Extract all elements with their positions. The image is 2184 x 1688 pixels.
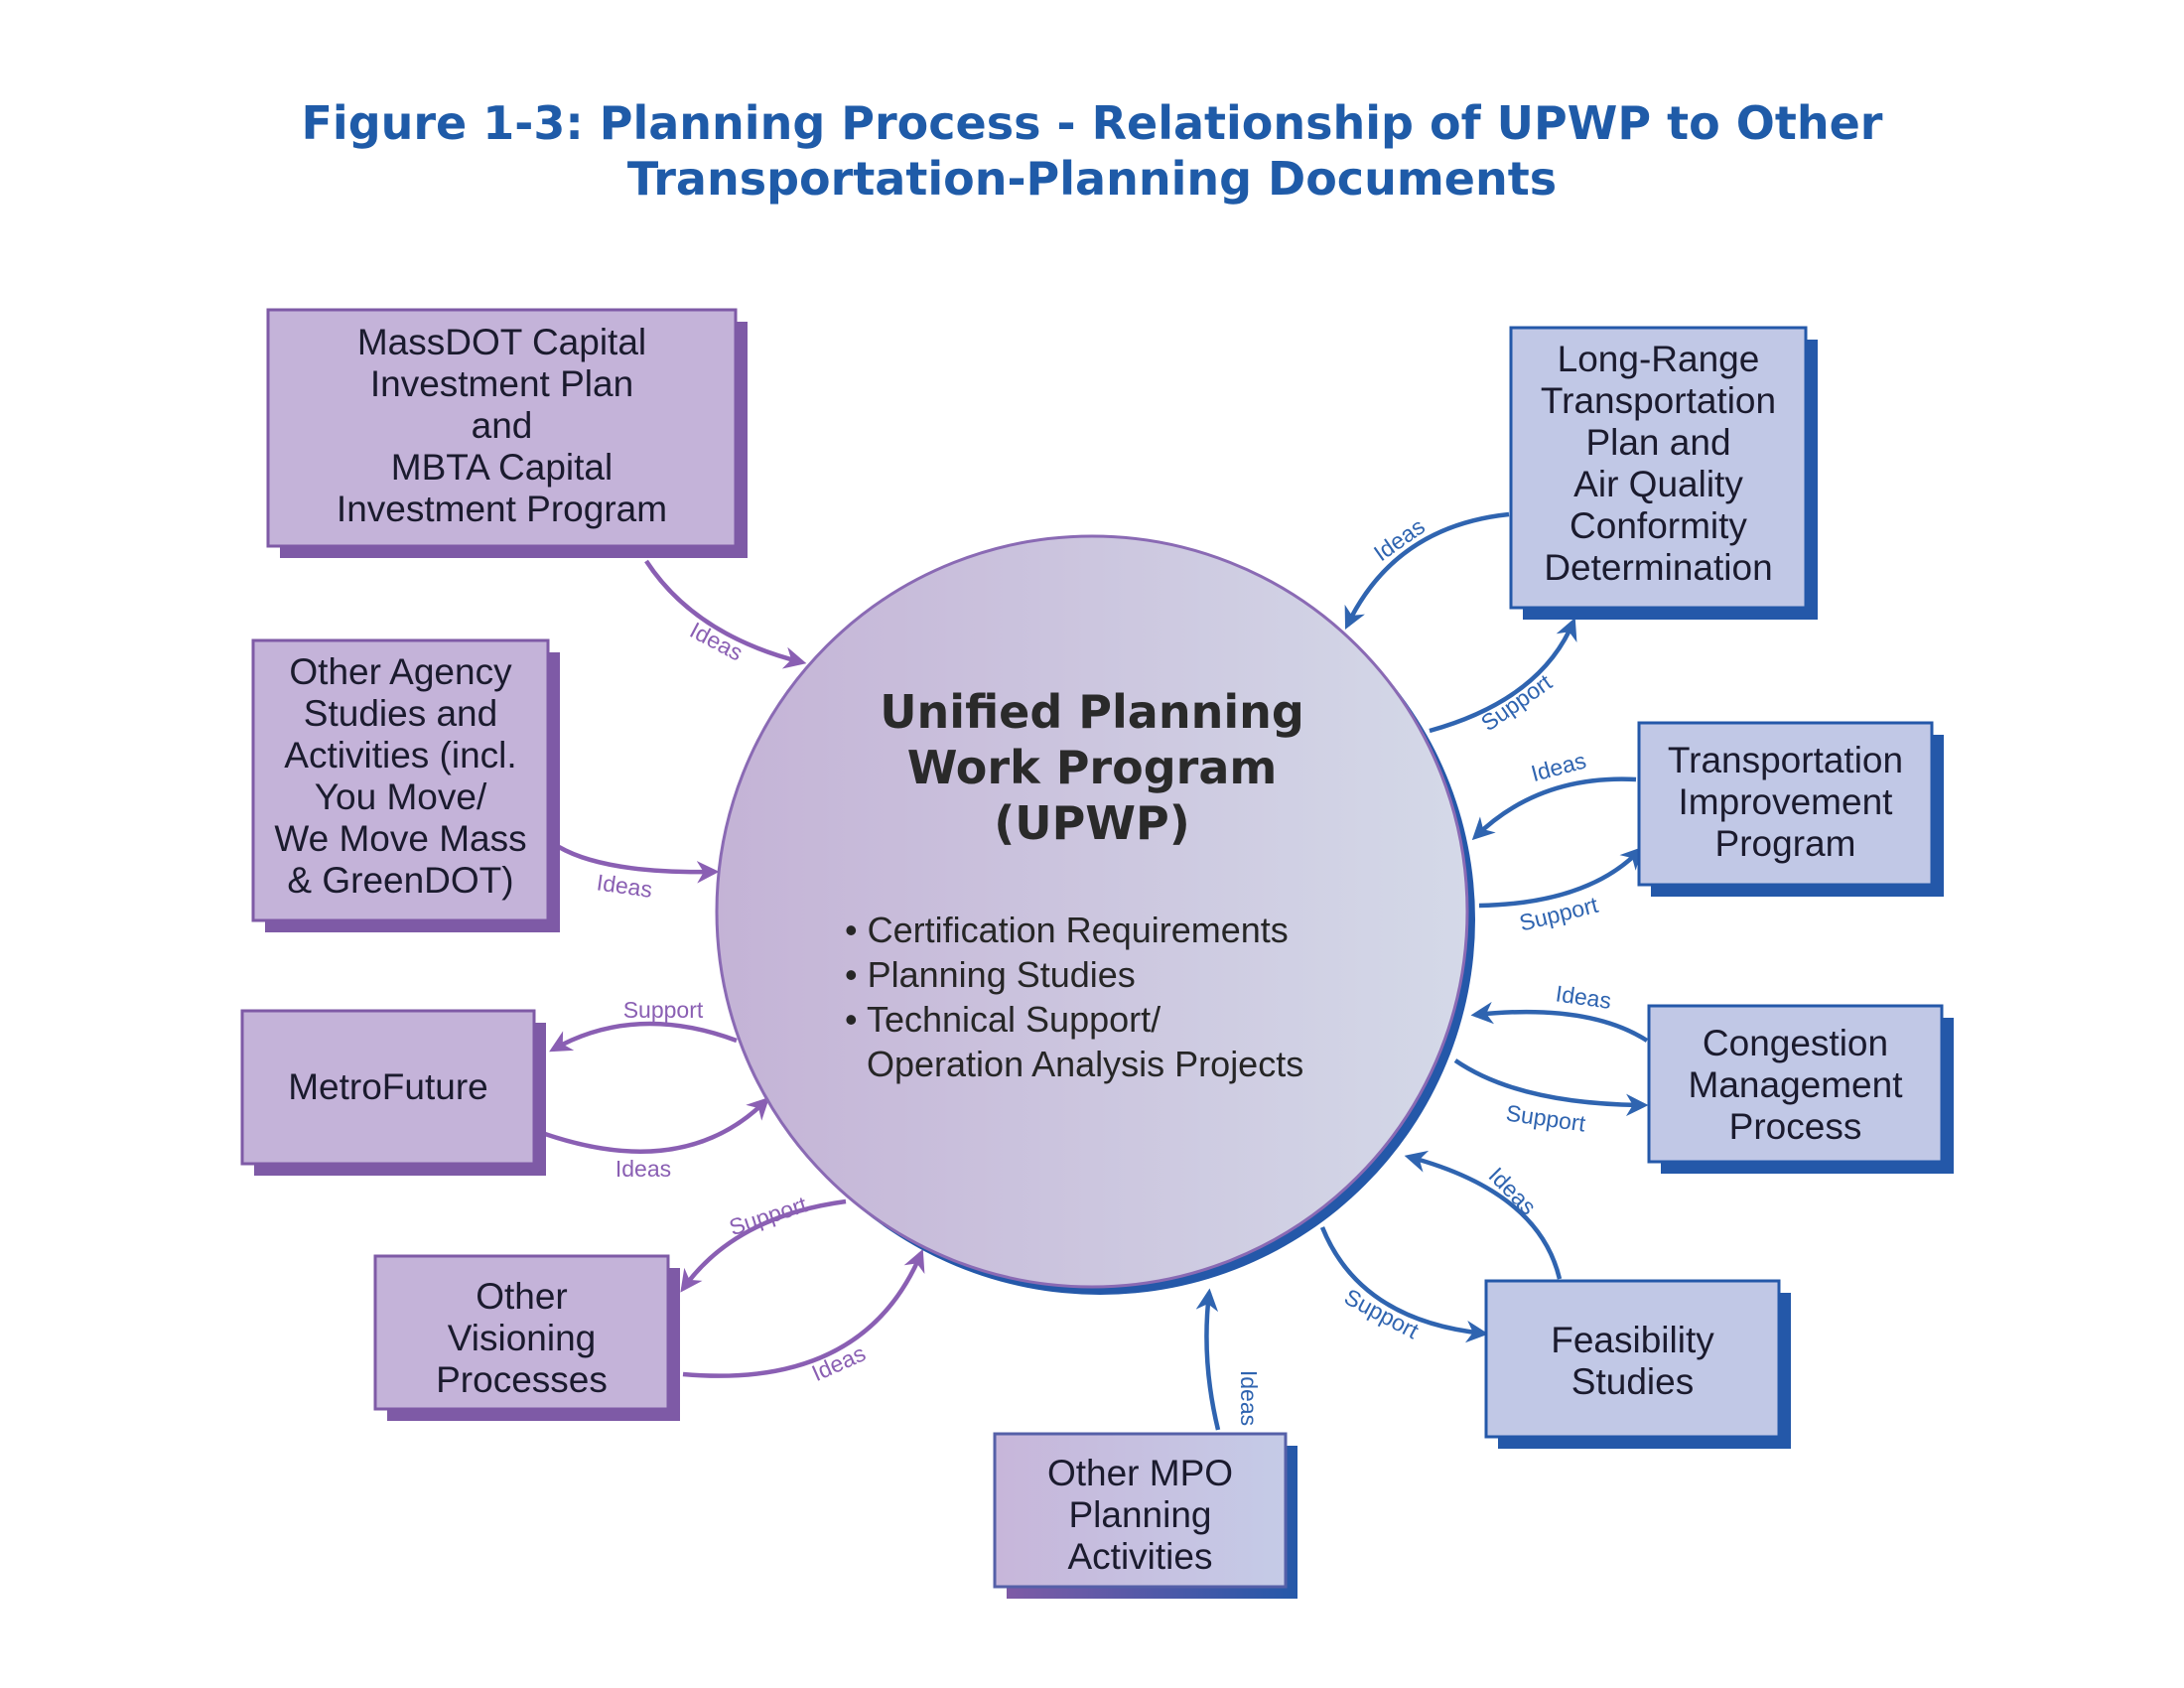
upwp-circle-body	[715, 534, 1469, 1289]
edge-tip-support-label: Support	[1517, 892, 1601, 936]
node-label-line: and	[472, 405, 533, 446]
node-label-line: Activities (incl.	[284, 735, 516, 775]
node-box	[1509, 326, 1808, 610]
edge-metrofuture-support-arrow	[549, 1021, 738, 1053]
upwp-bullet-item: • Certification Requirements	[845, 910, 1289, 950]
edge-visioning-support-arrow	[680, 1198, 847, 1293]
node-label-line: Studies and	[304, 693, 497, 734]
edge-mpo-ideas-arrow	[1195, 1288, 1221, 1431]
node-box	[266, 308, 738, 548]
node-label-line: Congestion	[1703, 1023, 1888, 1063]
node-label-line: Transportation	[1541, 380, 1776, 421]
edge-mpo-ideas-label: Ideas	[1236, 1370, 1262, 1426]
node-label-line: MetroFuture	[288, 1066, 488, 1107]
edge-tip-support-arrow	[1478, 846, 1644, 909]
node-label-line: Process	[1729, 1106, 1862, 1147]
upwp-title-line: Work Program	[907, 741, 1278, 794]
edge-massdot-ideas-arrow	[644, 559, 807, 669]
upwp-bullet-item: • Technical Support/	[845, 999, 1160, 1040]
edge-metrofuture-support-label: Support	[623, 997, 704, 1023]
node-box	[1484, 1279, 1781, 1439]
node-box	[993, 1432, 1288, 1589]
edge-feasibility-ideas-arrow	[1404, 1150, 1563, 1280]
node-label-line: MassDOT Capital	[357, 322, 646, 362]
figure-title: Figure 1-3: Planning Process - Relations…	[0, 95, 2184, 207]
edge-other-agency-ideas-label: Ideas	[595, 869, 653, 903]
node-label-line: Investment Plan	[370, 363, 633, 404]
edge-other-agency-ideas-arrow	[557, 845, 720, 884]
node-box	[1647, 1004, 1944, 1164]
node-box	[240, 1009, 536, 1166]
edge-massdot-ideas-label: Ideas	[686, 617, 748, 665]
node-label-line: Air Quality	[1573, 464, 1743, 504]
node-box	[251, 638, 550, 922]
upwp-bullet-item: Operation Analysis Projects	[867, 1044, 1303, 1084]
upwp-bullet-item: • Planning Studies	[845, 954, 1136, 995]
node-label-line: Plan and	[1585, 422, 1730, 463]
edge-visioning-ideas-arrow	[682, 1248, 925, 1378]
edge-lrtp-support-arrow	[1429, 617, 1577, 734]
node-label-line: Long-Range	[1558, 339, 1760, 379]
edge-cmp-ideas-arrow	[1470, 1001, 1649, 1043]
edge-cmp-support-arrow	[1453, 1058, 1649, 1117]
node-label-line: MBTA Capital	[391, 447, 613, 488]
node-label-line: & GreenDOT)	[287, 860, 513, 901]
figure-title-line-1: Figure 1-3: Planning Process - Relations…	[301, 96, 1883, 150]
node-label-line: Feasibility	[1551, 1320, 1714, 1360]
node-metrofuture: MetroFuture	[240, 1009, 546, 1176]
node-box	[373, 1254, 670, 1411]
node-label-line: Visioning	[448, 1318, 596, 1358]
node-label-line: Planning	[1068, 1494, 1211, 1535]
edge-feasibility-support-label: Support	[1340, 1284, 1424, 1344]
node-label-line: Other	[476, 1276, 568, 1317]
edge-cmp-ideas-label: Ideas	[1554, 980, 1612, 1014]
upwp-title-line: Unified Planning	[880, 685, 1304, 739]
node-label-line: Other MPO	[1047, 1453, 1233, 1493]
node-label-line: Activities	[1068, 1536, 1213, 1577]
node-label-line: Improvement	[1679, 781, 1894, 822]
node-label-line: Investment Program	[337, 489, 667, 529]
edge-cmp-support-label: Support	[1504, 1100, 1587, 1137]
edge-metrofuture-ideas-label: Ideas	[615, 1156, 671, 1182]
edge-tip-ideas-arrow	[1471, 776, 1637, 841]
edge-feasibility-support-arrow	[1319, 1226, 1489, 1343]
edge-lrtp-ideas-arrow	[1344, 511, 1510, 631]
node-label-line: Other Agency	[289, 651, 512, 692]
node-box	[1637, 721, 1934, 887]
edge-lrtp-support-label: Support	[1476, 668, 1557, 736]
figure-title-line-2: Transportation-Planning Documents	[626, 152, 1558, 206]
node-label-line: Processes	[436, 1359, 608, 1400]
upwp-title-line: (UPWP)	[994, 796, 1190, 850]
node-label-line: We Move Mass	[274, 818, 526, 859]
node-label-line: Studies	[1571, 1361, 1694, 1402]
node-label-line: You Move/	[315, 776, 487, 817]
node-label-line: Management	[1689, 1064, 1904, 1105]
node-label-line: Determination	[1544, 547, 1772, 588]
node-label-line: Transportation	[1668, 740, 1903, 780]
edge-visioning-support-label: Support	[726, 1191, 810, 1240]
node-label-line: Program	[1715, 823, 1856, 864]
edge-metrofuture-ideas-arrow	[544, 1096, 770, 1154]
node-label-line: Conformity	[1570, 505, 1747, 546]
